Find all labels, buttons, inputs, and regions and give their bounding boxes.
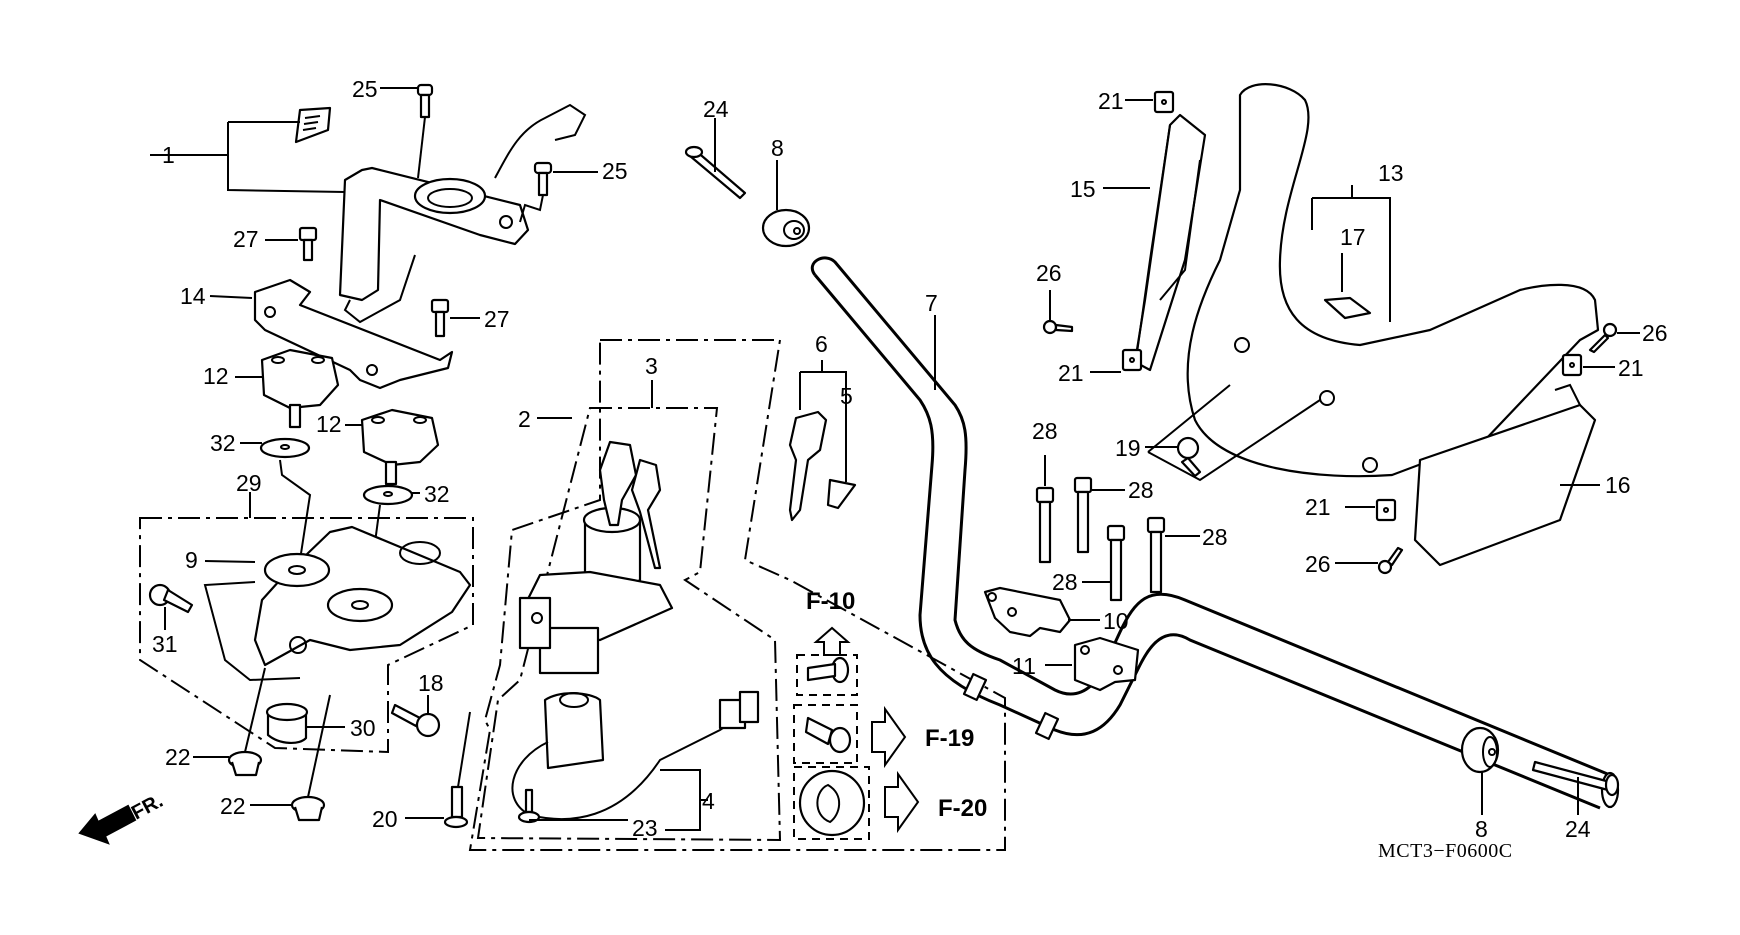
callout-4: 4 xyxy=(702,788,715,814)
screw-19 xyxy=(1145,436,1202,478)
callout-2: 2 xyxy=(518,406,531,432)
callout-22: 22 xyxy=(220,793,246,819)
callout-21: 21 xyxy=(1058,360,1084,386)
callout-21: 21 xyxy=(1618,355,1644,381)
callout-14: 14 xyxy=(180,283,206,309)
callout-20: 20 xyxy=(372,806,398,832)
callout-25: 25 xyxy=(602,158,628,184)
nut-22-lower xyxy=(250,694,331,822)
collar-30 xyxy=(265,702,345,744)
callout-27: 27 xyxy=(233,226,259,252)
upper-clamp-10 xyxy=(983,586,1100,638)
bar-end-weight-8-top xyxy=(761,160,811,248)
lower-clamp-11 xyxy=(1045,636,1140,692)
bolt-25-top xyxy=(380,83,434,179)
clip-21-c xyxy=(1561,353,1615,377)
callout-23: 23 xyxy=(632,815,658,841)
callout-8: 8 xyxy=(771,135,784,161)
bolt-27-right xyxy=(430,298,480,338)
section-ref-f19[interactable]: F-19 xyxy=(925,725,975,752)
callout-29: 29 xyxy=(236,470,262,496)
callout-27: 27 xyxy=(484,306,510,332)
callout-1: 1 xyxy=(162,142,175,168)
callout-18: 18 xyxy=(418,670,444,696)
callout-21: 21 xyxy=(1098,88,1124,114)
callout-26: 26 xyxy=(1642,320,1668,346)
bolt-18 xyxy=(390,695,441,738)
callout-25: 25 xyxy=(352,76,378,102)
callout-32: 32 xyxy=(210,430,236,456)
screw-20 xyxy=(405,711,471,829)
callout-3: 3 xyxy=(645,353,658,379)
key-blank-6 xyxy=(788,360,857,522)
section-ref-f20[interactable]: F-20 xyxy=(938,795,988,822)
bolt-31 xyxy=(148,583,194,630)
screw-26-a xyxy=(1042,290,1074,335)
callout-24: 24 xyxy=(1565,816,1591,842)
callout-12: 12 xyxy=(203,363,229,389)
right-lower-cover-16 xyxy=(1413,383,1600,567)
callout-9: 9 xyxy=(185,547,198,573)
callout-16: 16 xyxy=(1605,472,1631,498)
left-lower-cover-15 xyxy=(1103,113,1207,372)
callout-28: 28 xyxy=(1202,524,1228,550)
callout-22: 22 xyxy=(165,744,191,770)
bar-end-weight-8-bottom xyxy=(1460,726,1500,815)
section-ref-boxes xyxy=(793,626,920,840)
callout-8: 8 xyxy=(1475,816,1488,842)
screw-26-b xyxy=(1588,322,1640,354)
callout-30: 30 xyxy=(350,715,376,741)
handlebar-7 xyxy=(811,256,1620,810)
callout-13: 13 xyxy=(1378,160,1404,186)
plate-14 xyxy=(209,278,454,390)
callout-24: 24 xyxy=(703,96,729,122)
ignition-switch-group xyxy=(468,339,1006,851)
callout-11: 11 xyxy=(1012,653,1036,679)
clip-21-b xyxy=(1090,348,1143,373)
callout-28: 28 xyxy=(1032,418,1058,444)
screw-26-c xyxy=(1335,546,1404,575)
callout-5: 5 xyxy=(840,383,853,409)
meter-bracket-part xyxy=(150,103,587,324)
clip-21-a xyxy=(1125,90,1175,114)
holder-12-left xyxy=(235,348,340,429)
callout-10: 10 xyxy=(1103,608,1129,634)
callout-28: 28 xyxy=(1128,477,1154,503)
front-direction-arrow xyxy=(78,804,137,845)
callout-12: 12 xyxy=(316,411,342,437)
callout-15: 15 xyxy=(1070,176,1096,202)
callout-6: 6 xyxy=(815,331,828,357)
lower-holder-29 xyxy=(139,492,474,754)
callout-21: 21 xyxy=(1305,494,1331,520)
bolt-28-set xyxy=(1035,455,1200,602)
washer-32-left xyxy=(240,437,312,561)
callout-17: 17 xyxy=(1340,224,1366,250)
callout-26: 26 xyxy=(1036,260,1062,286)
callout-26: 26 xyxy=(1305,551,1331,577)
nut-22-upper xyxy=(193,667,266,777)
callout-19: 19 xyxy=(1115,435,1141,461)
bolt-25-right xyxy=(519,161,598,223)
clip-21-d xyxy=(1345,498,1397,522)
bar-end-screw-24-bottom xyxy=(1531,760,1620,815)
callout-31: 31 xyxy=(152,631,178,657)
diagram-code: MCT3−F0600C xyxy=(1378,840,1513,862)
holder-12-right xyxy=(345,408,440,486)
bar-end-screw-24-top xyxy=(684,118,747,200)
front-cover-13 xyxy=(1147,83,1600,482)
callout-28: 28 xyxy=(1052,569,1078,595)
bolt-27-left xyxy=(265,226,318,262)
section-ref-f10[interactable]: F-10 xyxy=(806,588,856,615)
callout-32: 32 xyxy=(424,481,450,507)
callout-7: 7 xyxy=(925,290,938,316)
